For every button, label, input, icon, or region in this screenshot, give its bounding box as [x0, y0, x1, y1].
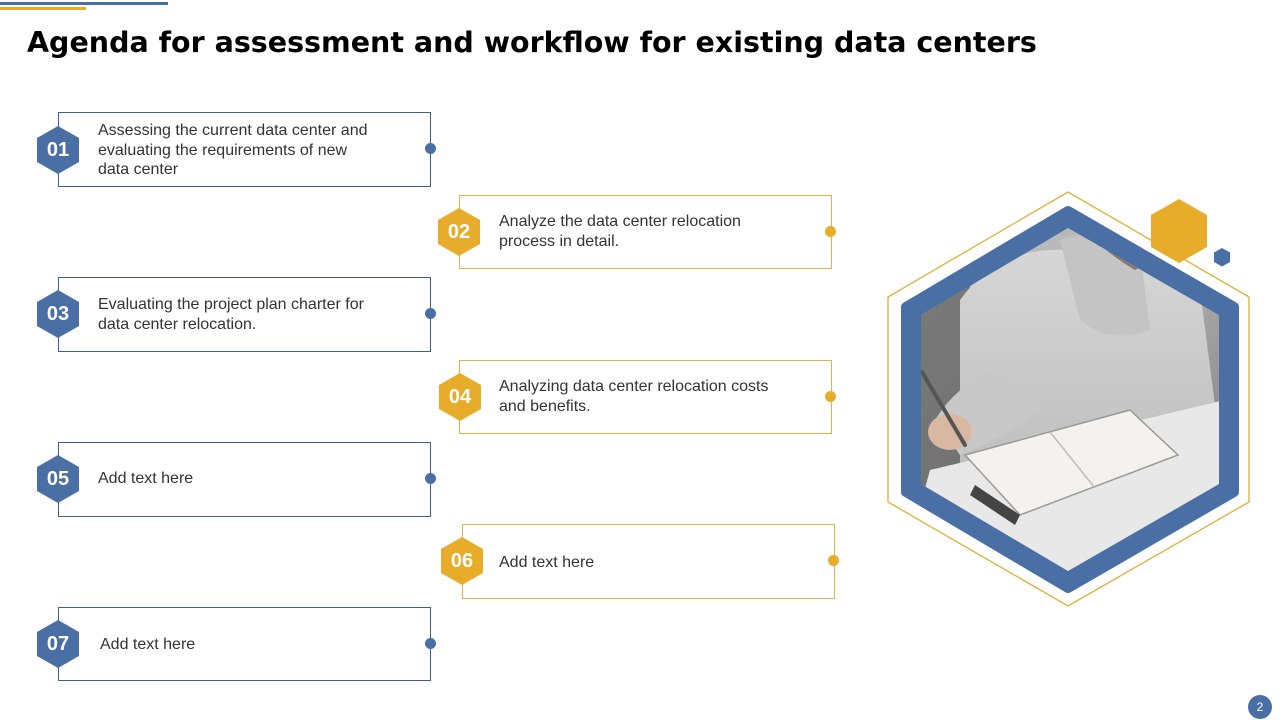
top-accent-gold-bar [0, 7, 86, 10]
page-title: Agenda for assessment and workflow for e… [27, 26, 1037, 59]
hexagon-number-badge: 03 [37, 290, 79, 338]
hexagon-number-badge: 02 [438, 208, 480, 256]
agenda-item-box [58, 112, 431, 187]
agenda-item-text: Add text here [100, 636, 196, 653]
connector-dot [425, 308, 436, 319]
agenda-item-text: Analyzing data center relocation costs a… [499, 378, 769, 415]
agenda-item-text: Add text here [98, 470, 194, 487]
blue-decorative-hexagon-small [1214, 248, 1230, 267]
agenda-item-box [58, 442, 431, 517]
agenda-item-02: 02 Analyze the data center relocation pr… [438, 195, 836, 269]
person-writing-in-notebook-photo [921, 228, 1219, 571]
agenda-item-05: 05 Add text here [37, 442, 436, 517]
agenda-item-03: 03 Evaluating the project plan charter f… [37, 277, 436, 352]
agenda-item-text: Add text here [499, 554, 595, 571]
connector-dot [425, 143, 436, 154]
agenda-item-06: 06 Add text here [441, 524, 839, 599]
connector-dot [825, 226, 836, 237]
hexagon-number-badge: 04 [439, 373, 481, 421]
agenda-item-text: Evaluating the project plan charter for … [98, 296, 364, 333]
connector-dot [828, 555, 839, 566]
hexagon-number-badge: 06 [441, 537, 483, 585]
agenda-item-text: Analyze the data center relocation proce… [499, 213, 741, 250]
agenda-item-box [459, 360, 832, 434]
agenda-item-text: Assessing the current data center and ev… [98, 122, 368, 178]
outer-hexagon-outline [887, 191, 1250, 607]
hexagon-number-badge: 01 [37, 126, 79, 174]
hexagon-number-badge: 07 [37, 620, 79, 668]
connector-dot [825, 391, 836, 402]
connector-dot [425, 473, 436, 484]
hexagon-number-badge: 05 [37, 455, 79, 503]
gold-decorative-hexagon [1151, 199, 1207, 263]
agenda-item-box [462, 524, 835, 599]
top-accent-blue-bar [0, 2, 168, 5]
page-number-badge: 2 [1248, 695, 1272, 719]
agenda-item-04: 04 Analyzing data center relocation cost… [439, 360, 836, 434]
agenda-item-01: 01 Assessing the current data center and… [37, 112, 436, 187]
connector-dot [425, 638, 436, 649]
agenda-item-box [58, 607, 431, 681]
agenda-item-07: 07 Add text here [37, 607, 436, 681]
hexagon-photo-illustration [887, 191, 1250, 607]
